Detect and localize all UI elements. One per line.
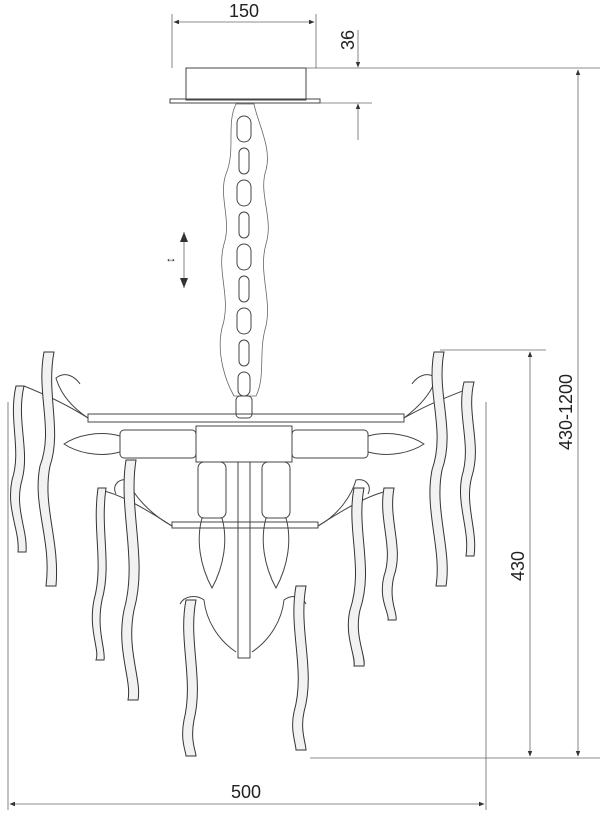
total-height-label: 430-1200 — [556, 374, 576, 450]
bulb-right — [367, 433, 425, 455]
socket-down-left — [197, 461, 227, 519]
chain-adjust-label: ↕ — [163, 257, 177, 263]
crystal-drop — [91, 487, 107, 661]
crystal-drop — [347, 487, 366, 667]
crystal-drop — [429, 351, 448, 587]
bulb-down-left — [198, 517, 226, 590]
crystal-drop — [182, 599, 198, 757]
ceiling-canopy — [169, 67, 321, 104]
crystal-drop — [459, 381, 476, 557]
crystal-drop — [381, 487, 398, 621]
canopy-width-label: 150 — [229, 1, 259, 21]
overall-width-dimension: 500 — [7, 402, 487, 810]
chain-adjust-indicator: ↕ — [163, 232, 188, 288]
light-bulbs — [63, 429, 425, 590]
socket-left — [119, 429, 197, 459]
crystal-drop — [292, 585, 309, 751]
canopy-height-label: 36 — [338, 30, 358, 50]
crystal-drops — [10, 351, 476, 757]
body-height-label: 430 — [508, 551, 528, 581]
bulb-left — [63, 433, 121, 455]
canopy-width-dimension: 150 — [171, 1, 317, 68]
crystal-drop — [121, 459, 140, 701]
total-height-dimension: 430-1200 — [556, 69, 581, 757]
socket-right — [291, 429, 369, 459]
bulb-down-right — [262, 517, 290, 590]
chain-assembly — [219, 103, 269, 419]
chandelier-frame — [23, 374, 471, 659]
socket-down-right — [261, 461, 291, 519]
canopy-height-dimension: 36 — [306, 30, 600, 140]
crystal-drop — [37, 351, 58, 587]
body-height-dimension: 430 — [310, 349, 600, 759]
crystal-drop — [10, 385, 27, 553]
overall-width-label: 500 — [231, 782, 261, 802]
